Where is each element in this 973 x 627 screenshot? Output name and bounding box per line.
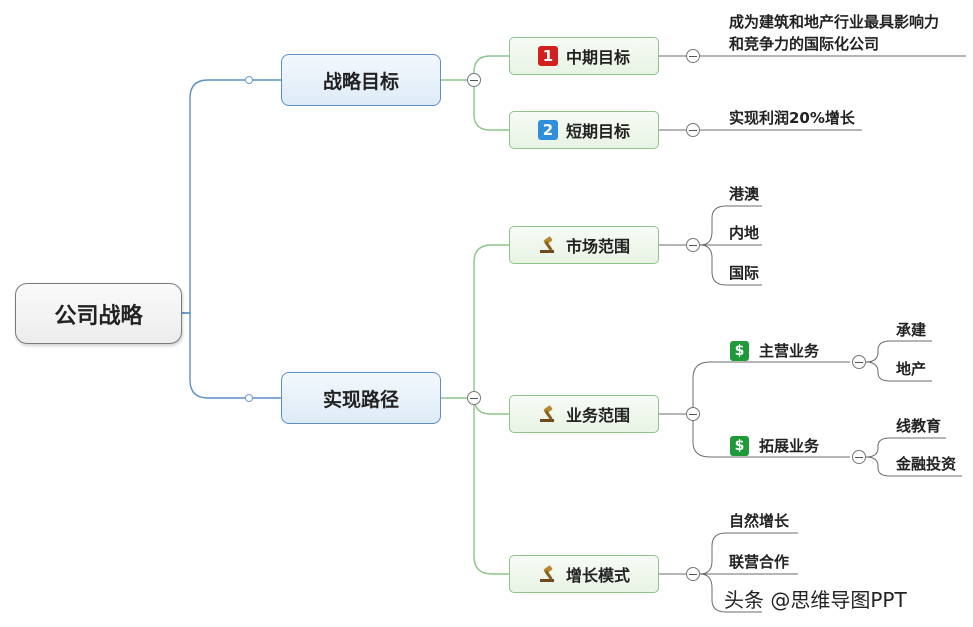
node-growth-model[interactable]: 增长模式 [509, 555, 659, 593]
root-node[interactable]: 公司战略 [15, 283, 182, 344]
connector-root-strategy [182, 79, 282, 314]
leaf-text[interactable]: 成为建筑和地产行业最具影响力 [729, 13, 940, 31]
connector-ext-business-leaves [865, 437, 962, 477]
node-label: 市场范围 [565, 237, 630, 256]
node-label: 短期目标 [565, 122, 630, 141]
dollar-icon: $ [730, 435, 749, 456]
collapse-toggle[interactable] [686, 238, 700, 252]
dollar-icon: $ [730, 340, 749, 361]
connector-market-leaves [658, 205, 762, 286]
leaf-text[interactable]: 地产 [896, 360, 927, 378]
node-business-scope[interactable]: 业务范围 [509, 395, 659, 433]
collapse-toggle[interactable] [852, 450, 866, 464]
leaf-text[interactable]: 金融投资 [896, 455, 957, 473]
leaf-text[interactable]: 和竞争力的国际化公司 [729, 35, 880, 53]
collapse-toggle[interactable] [467, 73, 481, 87]
subnode-main-business[interactable]: $ 主营业务 [730, 340, 819, 361]
connector-market [473, 244, 510, 392]
node-label: 增长模式 [565, 566, 630, 585]
gavel-icon [538, 236, 558, 254]
leaf-text[interactable]: 线教育 [896, 417, 942, 435]
collapse-toggle[interactable] [686, 407, 700, 421]
collapse-toggle[interactable] [467, 391, 481, 405]
leaf-text[interactable]: 国际 [729, 264, 760, 282]
collapse-toggle[interactable] [686, 567, 700, 581]
connector-growth-leaves [658, 532, 798, 613]
subnode-label: 主营业务 [759, 342, 820, 360]
connector-main-business-leaves [865, 340, 932, 382]
collapse-toggle[interactable] [852, 355, 866, 369]
node-label: 中期目标 [565, 48, 630, 67]
connector-short-goal [473, 86, 510, 131]
gavel-icon [538, 405, 558, 423]
collapse-toggle[interactable] [686, 123, 700, 137]
connector-mid-goal [473, 55, 510, 80]
leaf-text[interactable]: 内地 [729, 224, 760, 242]
collapse-toggle[interactable] [686, 49, 700, 63]
connector-growth [473, 404, 510, 575]
node-mid-term-goal[interactable]: 1 中期目标 [509, 37, 659, 75]
number-1-icon: 1 [537, 46, 558, 66]
branch-strategic-goals[interactable]: 战略目标 [281, 54, 441, 106]
connector-business-subgroups [658, 361, 850, 458]
gavel-icon [538, 565, 558, 583]
leaf-text[interactable]: 承建 [896, 321, 927, 339]
node-short-term-goal[interactable]: 2 短期目标 [509, 111, 659, 149]
watermark: 头条 @思维导图PPT [724, 588, 907, 612]
leaf-text[interactable]: 实现利润20%增长 [729, 109, 855, 127]
subnode-label: 拓展业务 [759, 437, 820, 455]
branch-implementation-path[interactable]: 实现路径 [281, 372, 441, 424]
number-2-icon: 2 [537, 120, 558, 140]
subnode-extended-business[interactable]: $ 拓展业务 [730, 435, 819, 456]
connector-dot [245, 76, 253, 84]
leaf-text[interactable]: 港澳 [729, 185, 760, 203]
leaf-text[interactable]: 自然增长 [729, 512, 790, 530]
leaf-text[interactable]: 联营合作 [729, 553, 790, 571]
node-market-scope[interactable]: 市场范围 [509, 226, 659, 264]
connector-root-path [182, 312, 282, 399]
node-label: 业务范围 [565, 406, 630, 425]
connector-dot [245, 394, 253, 402]
